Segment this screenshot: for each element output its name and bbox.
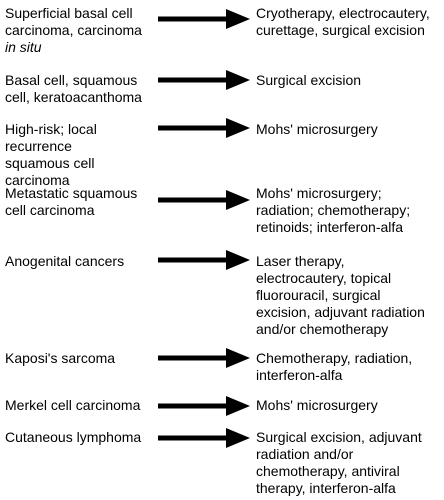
condition-label: Merkel cell carcinoma (5, 397, 141, 413)
treatment-label: Mohs' microsurgery (256, 121, 378, 137)
treatment-label: Mohs' microsurgery (256, 397, 378, 413)
arrow-right-icon (158, 9, 250, 29)
treatment-label: Surgical excision (256, 72, 362, 88)
treatment-label: Laser therapy, electrocautery, topical f… (256, 253, 425, 337)
arrow-right-icon (158, 348, 250, 368)
arrow-right-icon (158, 118, 250, 138)
arrow-right-icon (158, 396, 250, 416)
arrow-right-icon (158, 70, 250, 90)
condition-label: Anogenital cancers (5, 253, 125, 269)
condition-label: Metastatic squamous cell carcinoma (5, 185, 138, 218)
treatment-label: Chemotherapy, radiation, interferon-alfa (256, 350, 413, 383)
condition-italic-label: in situ (5, 39, 42, 55)
condition-label: Basal cell, squamous cell, keratoacantho… (5, 72, 142, 105)
treatment-label: Surgical excision, adjuvant radiation an… (256, 429, 422, 496)
arrow-right-icon (158, 250, 250, 270)
treatment-label: Mohs' microsurgery; radiation; chemother… (256, 185, 411, 235)
condition-label: Cutaneous lymphoma (5, 429, 142, 445)
condition-label: Kaposi's sarcoma (5, 350, 116, 366)
condition-label: High-risk; local recurrence squamous cel… (5, 121, 97, 188)
treatment-label: Cryotherapy, electrocautery, curettage, … (256, 5, 430, 38)
arrow-right-icon (158, 428, 250, 448)
condition-label: Superficial basal cell carcinoma, carcin… (5, 5, 142, 55)
arrow-right-icon (158, 190, 250, 210)
